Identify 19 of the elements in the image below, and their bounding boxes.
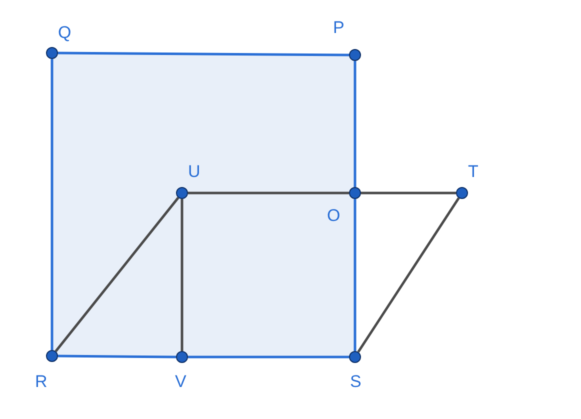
line-segment [180,199,184,351]
point-label: R [35,373,48,391]
line-segment [361,192,456,194]
point-label: V [175,373,186,391]
line-segment [58,354,176,358]
point-label: P [333,19,344,37]
line-segment [188,356,349,358]
line-segment [354,61,356,187]
line-segment [188,192,349,194]
line-segment [354,199,356,351]
point-label: O [327,207,340,225]
line-segment [58,52,349,56]
point-label: S [350,373,362,391]
line-segment [54,196,180,352]
point-label: U [188,163,200,181]
point-label: T [468,163,478,181]
point-label: Q [58,24,72,42]
line-segment [50,59,54,350]
line-segment [357,197,460,353]
